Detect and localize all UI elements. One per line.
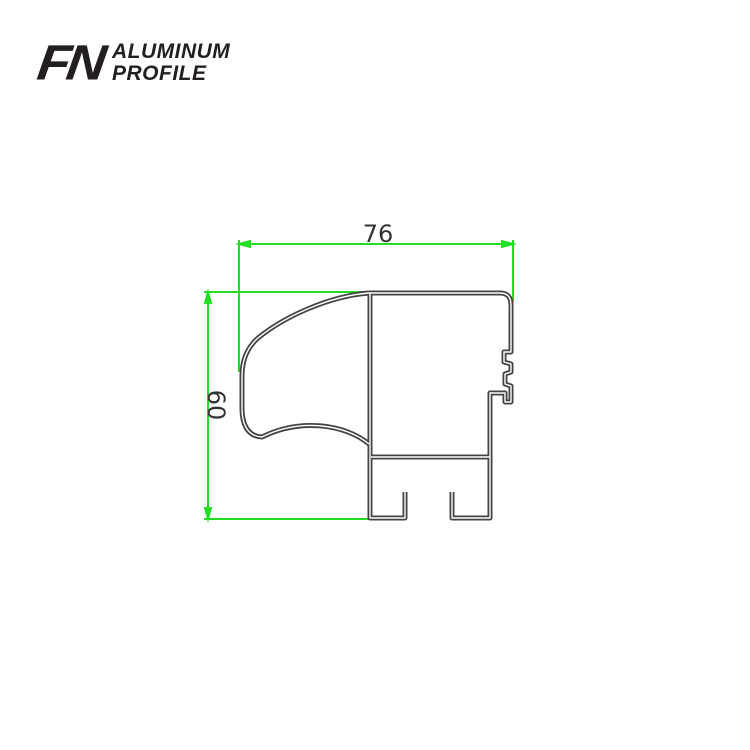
width-dimension-label: 76: [363, 220, 394, 248]
arrow-right: [501, 239, 517, 249]
dimension-lines: [203, 239, 517, 523]
logo-line-1: ALUMINUM: [111, 40, 231, 63]
logo-text: ALUMINUM PROFILE: [112, 41, 230, 85]
height-dimension-label: 60: [202, 390, 230, 421]
brand-logo: FN ALUMINUM PROFILE: [34, 35, 230, 90]
arrow-left: [235, 239, 251, 249]
arrow-top: [203, 288, 213, 304]
logo-line-2: PROFILE: [111, 62, 207, 85]
arrow-bottom: [203, 507, 213, 523]
profile-outline: [239, 290, 514, 521]
